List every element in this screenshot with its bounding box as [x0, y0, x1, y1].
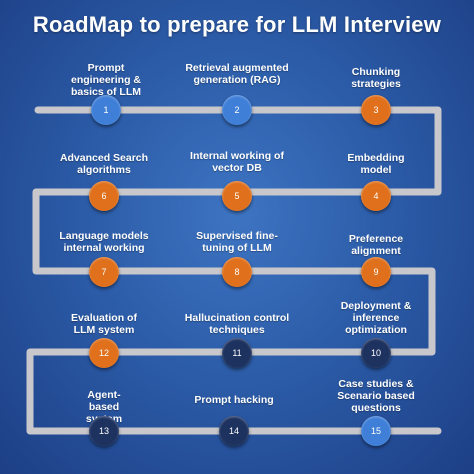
step-label: Language models internal working: [59, 230, 149, 254]
step-label: Deployment & inference optimization: [340, 300, 412, 336]
step-node: 12: [89, 338, 119, 368]
step-label: Prompt hacking: [194, 394, 274, 406]
step-label: Prompt engineering & basics of LLM: [70, 62, 141, 98]
step-label: Chunking strategies: [351, 66, 401, 90]
step-node: 15: [361, 416, 391, 446]
step-label: Evaluation of LLM system: [71, 312, 137, 336]
step-node: 10: [361, 338, 391, 368]
step-node: 13: [89, 416, 119, 446]
step-label: Supervised fine-tuning of LLM: [196, 230, 278, 254]
step-node: 8: [222, 257, 252, 287]
step-node: 1: [91, 95, 121, 125]
step-node: 14: [219, 416, 249, 446]
step-label: Case studies & Scenario based questions: [337, 378, 415, 414]
step-node: 2: [222, 95, 252, 125]
step-label: Preference alignment: [348, 233, 404, 257]
step-label: Hallucination control techniques: [184, 312, 290, 336]
page-title: RoadMap to prepare for LLM Interview: [32, 12, 442, 37]
step-node: 3: [361, 95, 391, 125]
step-node: 9: [361, 257, 391, 287]
step-node: 6: [89, 181, 119, 211]
step-label: Internal working of vector DB: [190, 150, 284, 174]
step-label: Advanced Search algorithms: [59, 152, 149, 176]
step-node: 7: [89, 257, 119, 287]
step-node: 11: [222, 338, 252, 368]
step-node: 4: [361, 181, 391, 211]
step-label: Embedding model: [347, 152, 405, 176]
step-node: 5: [222, 181, 252, 211]
step-label: Retrieval augmented generation (RAG): [185, 62, 289, 86]
